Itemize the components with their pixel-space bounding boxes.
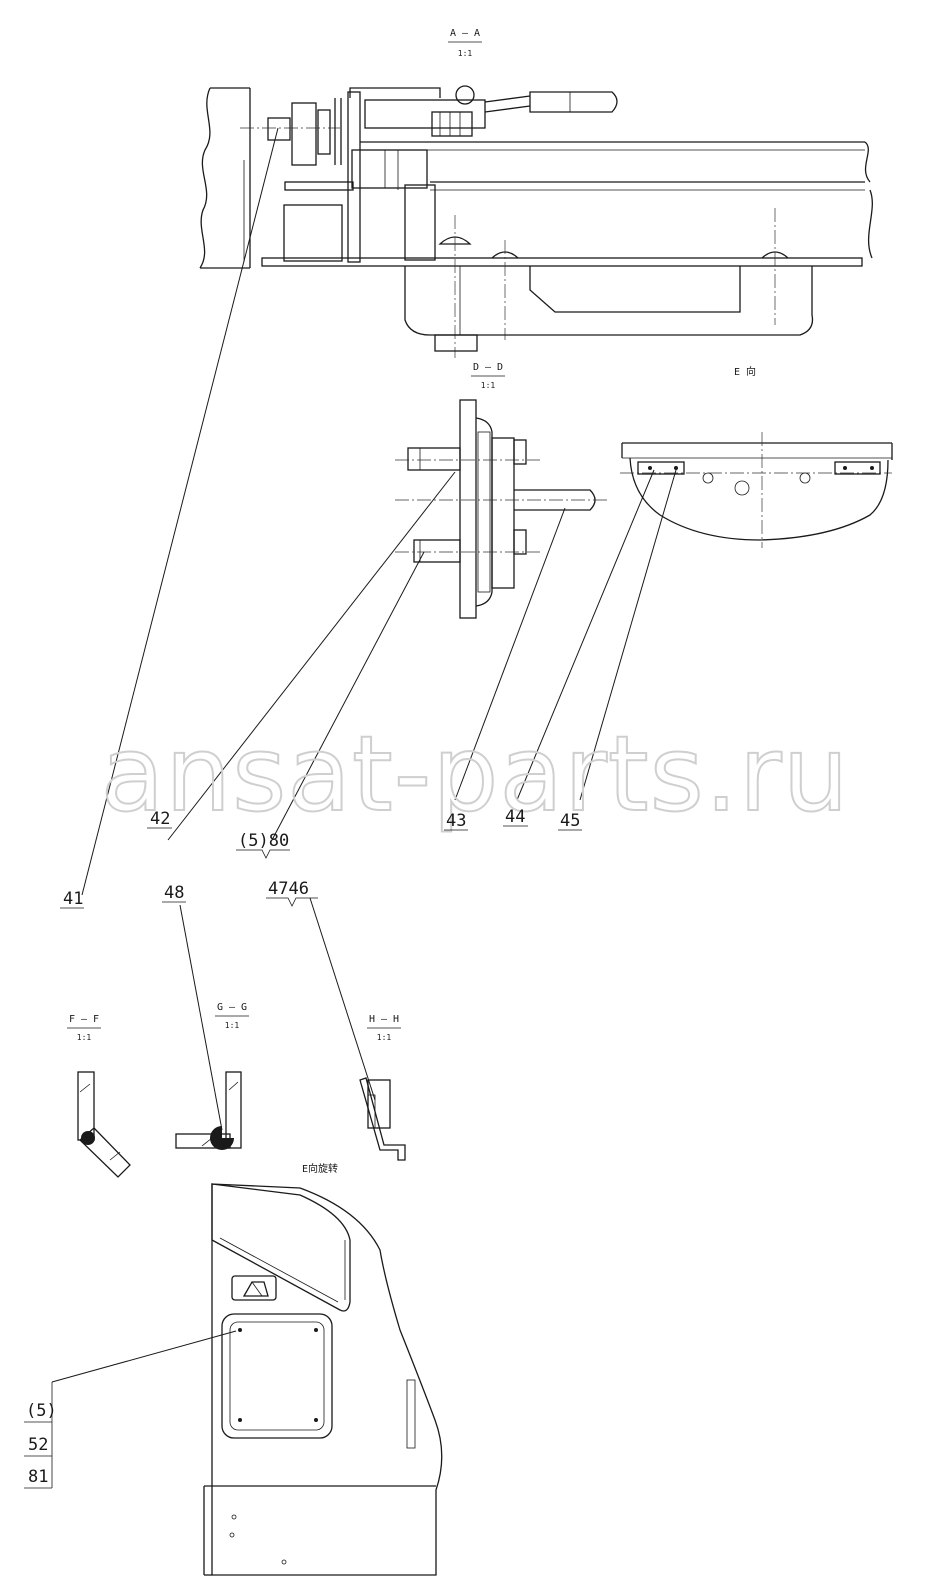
bottom-door-view: E向旋转 [203,1162,443,1576]
part-callouts: 41 42 (5)80 43 44 45 48 4746 (5) 52 81 [24,807,582,1489]
callout-5: (5) [26,1401,57,1421]
section-dd-title: D — D [473,362,503,373]
callout-47-46: 4746 [268,879,309,899]
section-ff-view: F — F 1:1 [67,1014,131,1178]
section-hh-view: H — H 1:1 [359,1014,406,1161]
callout-5-80: (5)80 [238,831,289,851]
callout-43: 43 [446,811,466,831]
callout-48: 48 [164,883,184,903]
section-aa-scale: 1:1 [458,49,473,58]
callout-45: 45 [560,811,580,831]
leader-lines [51,127,677,1383]
section-gg-view: G — G 1:1 [175,1002,249,1150]
view-e-title: E 向 [734,365,756,378]
section-hh-scale: 1:1 [377,1033,392,1042]
callout-42: 42 [150,809,170,829]
callout-52: 52 [28,1435,48,1455]
view-e: E 向 [620,365,893,548]
callout-44: 44 [505,807,525,827]
section-ff-scale: 1:1 [77,1033,92,1042]
section-gg-scale: 1:1 [225,1021,240,1030]
section-dd-scale: 1:1 [481,381,496,390]
section-ff-title: F — F [69,1014,99,1025]
section-gg-title: G — G [217,1002,247,1013]
section-aa-title: A — A [450,28,480,39]
watermark-text: ansat-parts.ru [100,713,849,835]
section-hh-title: H — H [369,1014,399,1025]
bottom-view-title: E向旋转 [302,1162,338,1175]
callout-81: 81 [28,1467,48,1487]
section-aa-view: A — A 1:1 [199,28,873,358]
callout-41: 41 [63,889,83,909]
section-dd-view: D — D 1:1 [395,362,610,619]
